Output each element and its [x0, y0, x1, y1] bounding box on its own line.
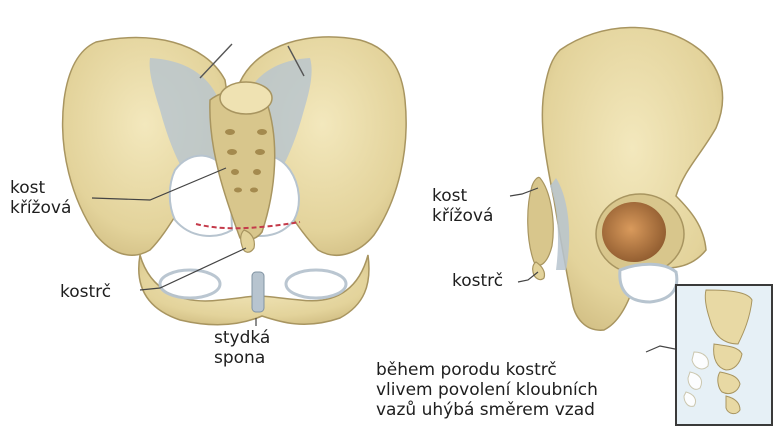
front-coccyx-label: kostrč: [60, 282, 111, 302]
right-obturator-foramen: [286, 270, 346, 298]
symphysis-label-line1: stydká: [214, 328, 270, 348]
pubic-symphysis: [252, 272, 264, 312]
side-coccyx-label: kostrč: [452, 271, 503, 291]
front-pelvis-view: [63, 37, 407, 325]
side-sacrum-label-line1: kost: [432, 186, 467, 206]
side-coccyx: [533, 262, 545, 280]
side-obturator-foramen: [620, 264, 677, 302]
side-sacrum-label-line2: křížová: [432, 206, 493, 226]
front-sacrum-label-line1: kost: [10, 178, 45, 198]
symphysis-label-line2: spona: [214, 348, 265, 368]
note-line3: vazů uhýbá směrem vzad: [376, 400, 595, 420]
front-sacrum-label-line2: křížová: [10, 198, 71, 218]
sacral-promontory: [220, 82, 272, 114]
acetabulum-cup: [602, 202, 666, 262]
coccyx-inset: [676, 285, 772, 425]
note-line1: během porodu kostrč: [376, 360, 557, 380]
note-line2: vlivem povolení kloubních: [376, 380, 598, 400]
